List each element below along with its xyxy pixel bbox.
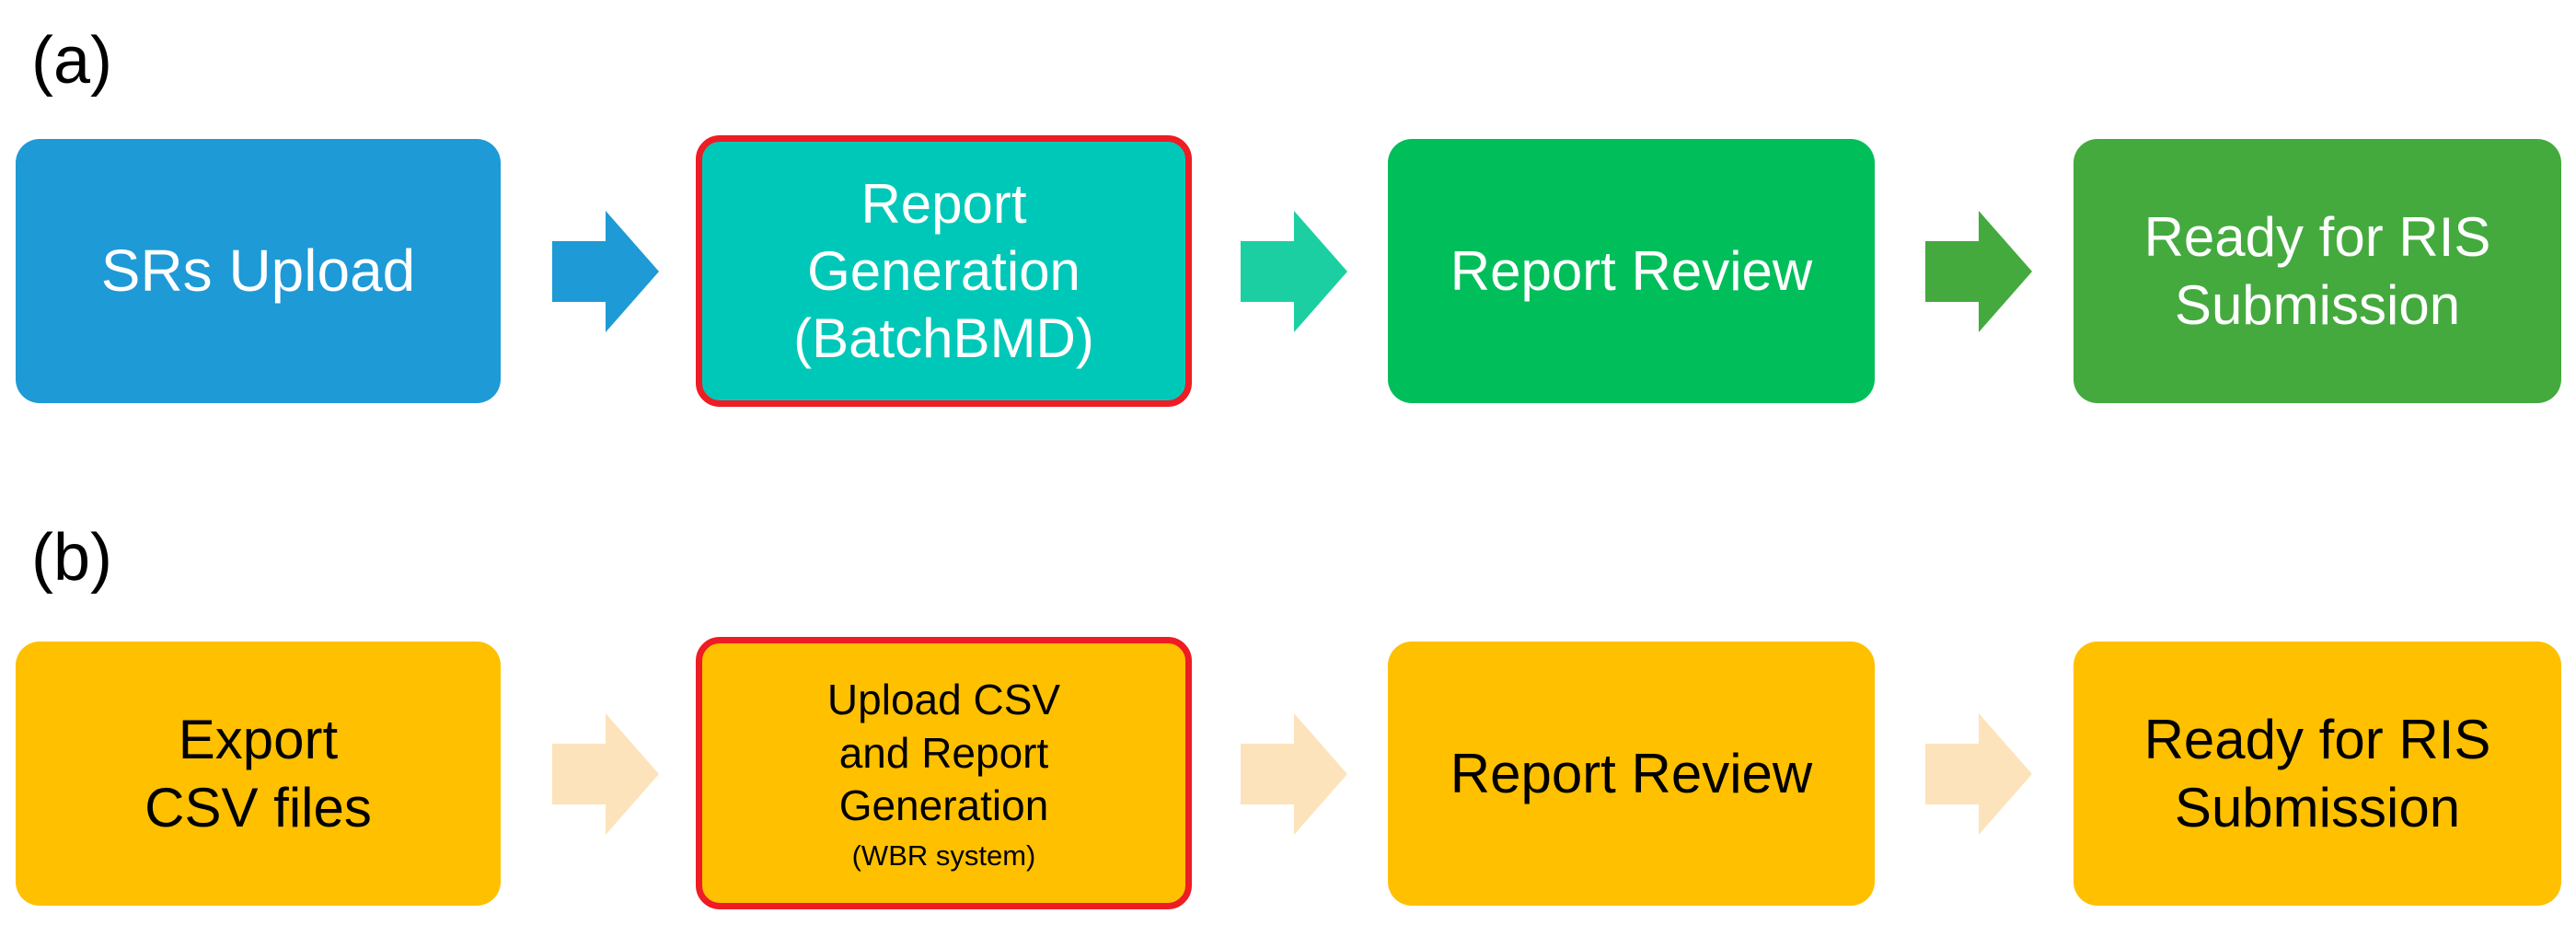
panel-a-arrow-1 [552, 211, 659, 332]
step-text-line: Submission [2174, 273, 2461, 336]
panel-b-arrow-2 [1241, 713, 1347, 835]
panel-a-step-report-review: Report Review [1388, 139, 1875, 403]
step-text-line: SRs Upload [100, 237, 416, 305]
panel-a-label: (a) [31, 24, 112, 98]
step-text-line: Ready for RIS [2143, 206, 2491, 269]
step-text-line: Ready for RIS [2143, 709, 2491, 771]
panel-a-step-srs-upload: SRs Upload [16, 139, 501, 403]
panel-b-label: (b) [31, 521, 112, 595]
step-note: (WBR system) [851, 838, 1036, 872]
step-text-line: Report [861, 172, 1027, 235]
step-text-line: Generation [838, 781, 1049, 830]
panel-b-arrow-1 [552, 713, 659, 835]
step-text-line: Upload CSV [826, 676, 1061, 724]
panel-b-step-report-review: Report Review [1388, 642, 1875, 906]
step-text-line: Generation [807, 239, 1080, 302]
panel-a-arrow-3 [1925, 211, 2032, 332]
panel-a-step-ready-for-ris: Ready for RIS Submission [2074, 139, 2561, 403]
panel-b-step-ready-for-ris: Ready for RIS Submission [2074, 642, 2561, 906]
panel-b-step-upload-csv-report-generation: Upload CSV and Report Generation (WBR sy… [696, 637, 1192, 909]
step-text-line: Export [178, 709, 339, 771]
panel-a-step-report-generation: Report Generation (BatchBMD) [696, 135, 1192, 407]
step-text-line: Submission [2174, 776, 2461, 838]
step-text-line: Report Review [1450, 742, 1813, 804]
panel-a-arrow-2 [1241, 211, 1347, 332]
panel-b-arrow-3 [1925, 713, 2032, 835]
step-text-line: (BatchBMD) [793, 307, 1094, 370]
step-text-line: and Report [838, 728, 1049, 777]
step-text-line: CSV files [144, 776, 372, 838]
step-text-line: Report Review [1450, 239, 1813, 302]
panel-b-step-export-csv: Export CSV files [16, 642, 501, 906]
